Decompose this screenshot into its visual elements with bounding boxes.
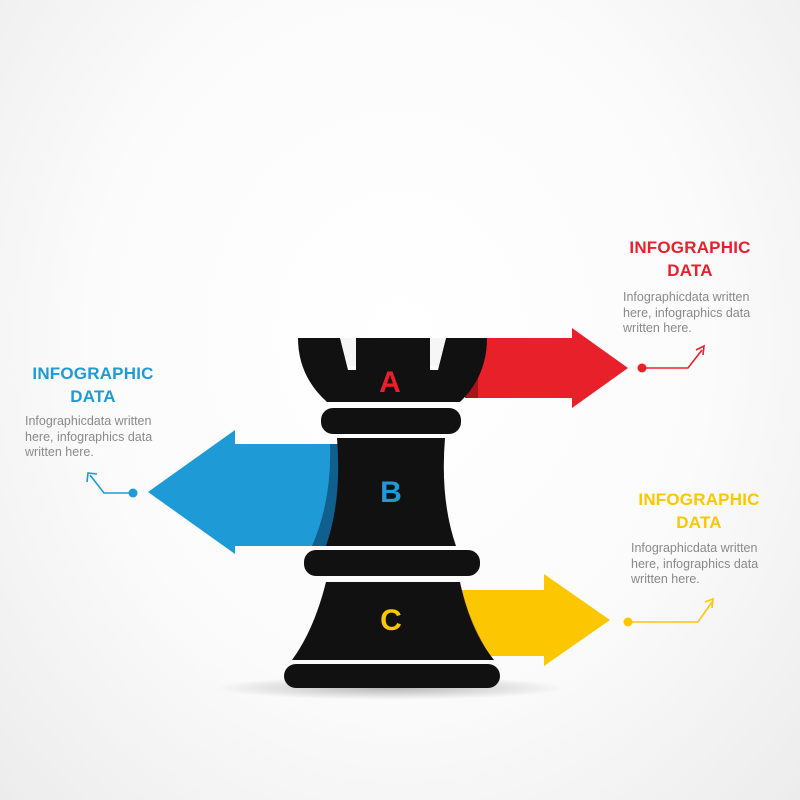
callout-b-body-line3: written here. xyxy=(25,445,94,459)
callout-b-body-line1: Infographicdata written xyxy=(25,414,152,428)
callout-b-title: INFOGRAPHIC DATA xyxy=(8,362,178,408)
arrow-c-body xyxy=(462,574,610,666)
letter-a: A xyxy=(379,366,401,399)
connector-b xyxy=(86,472,138,498)
arrow-b-body xyxy=(148,430,331,554)
callout-b-title-line1: INFOGRAPHIC xyxy=(32,364,154,383)
callout-c-title: INFOGRAPHIC DATA xyxy=(614,488,784,534)
callout-c-body: Infographicdata written here, infographi… xyxy=(631,541,800,588)
rook-body xyxy=(326,438,456,546)
arrow-a xyxy=(465,328,628,408)
callout-a-title: INFOGRAPHIC DATA xyxy=(605,236,775,282)
rook-crown-notch-right xyxy=(430,338,446,366)
callout-a-body-line3: written here. xyxy=(623,321,692,335)
callout-a-body-line1: Infographicdata written xyxy=(623,290,750,304)
rook-base xyxy=(292,582,494,660)
callout-c-body-line2: here, infographics data xyxy=(631,556,759,571)
connector-c xyxy=(623,597,714,627)
callout-a-title-line2: DATA xyxy=(667,261,713,280)
rook-piece xyxy=(284,338,500,688)
rook-crown xyxy=(298,338,487,402)
connector-a xyxy=(637,344,705,373)
callout-c-title-line1: INFOGRAPHIC xyxy=(638,490,760,509)
callout-b-title-line2: DATA xyxy=(70,387,116,406)
callout-a-body: Infographicdata written here, infographi… xyxy=(623,290,793,337)
callout-a-body-line2: here, infographics data xyxy=(623,305,751,320)
letter-c: C xyxy=(380,604,402,637)
callout-b-body-line2: here, infographics data xyxy=(25,429,153,444)
arrow-b xyxy=(148,430,340,554)
rook-foot xyxy=(284,664,500,688)
arrow-a-body xyxy=(478,328,628,408)
letter-b: B xyxy=(380,476,402,509)
callout-c-body-line3: written here. xyxy=(631,572,700,586)
rook-crown-notch-left xyxy=(340,338,356,366)
callout-c-title-line2: DATA xyxy=(676,513,722,532)
rook-lower-collar xyxy=(304,550,480,576)
callout-a-title-line1: INFOGRAPHIC xyxy=(629,238,751,257)
callout-b-body: Infographicdata written here, infographi… xyxy=(25,414,195,461)
callout-c-body-line1: Infographicdata written xyxy=(631,541,758,555)
rook-collar xyxy=(321,408,461,434)
